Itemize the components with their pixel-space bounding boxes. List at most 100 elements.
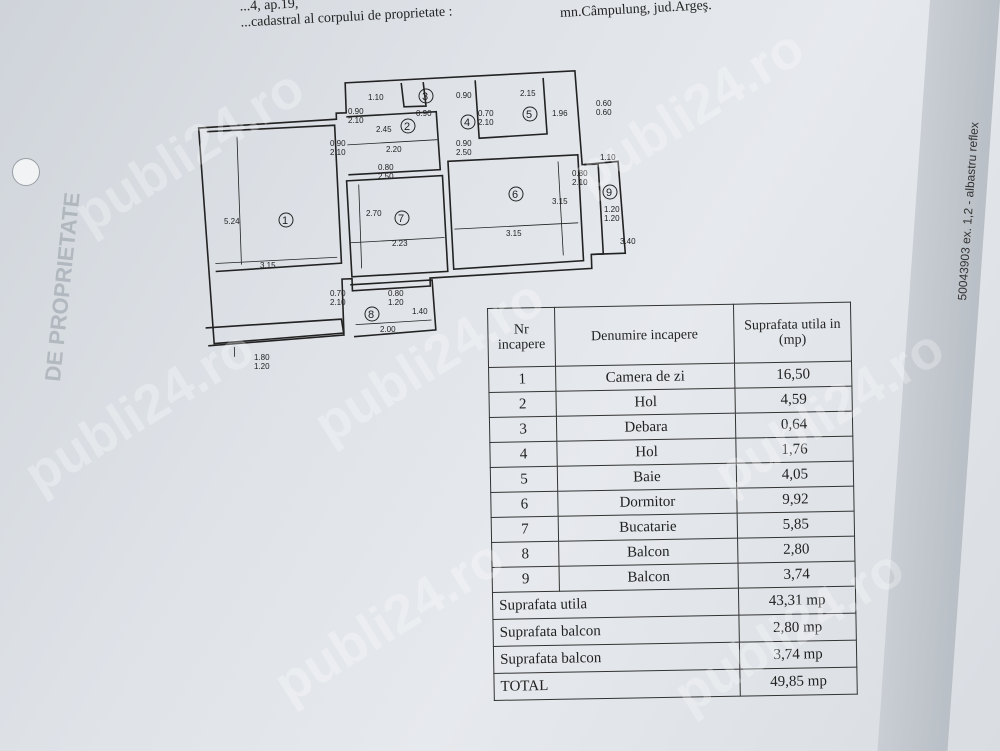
summary-label: Suprafata utila <box>492 588 739 620</box>
row-area: 9,92 <box>736 486 855 514</box>
dim-text: 0.90 <box>416 109 432 118</box>
dim-text: 3.15 <box>506 229 522 238</box>
row-nr: 5 <box>490 466 558 493</box>
dim-text: 3.40 <box>620 237 636 246</box>
dim-line <box>236 136 242 265</box>
row-name: Camera de zi <box>555 363 735 392</box>
row-nr: 1 <box>488 366 556 393</box>
dim-text: 3.15 <box>552 197 568 206</box>
header-left: ...4, ap.19, ...cadastral al corpului de… <box>239 0 453 32</box>
row-name: Balcon <box>559 563 739 592</box>
room-num-3: 3 <box>422 91 428 103</box>
row-name: Debara <box>556 413 736 442</box>
summary-label: Suprafata balcon <box>493 642 740 674</box>
row-nr: 2 <box>488 391 557 418</box>
dim-text: 0.90 <box>456 91 472 100</box>
dim-text: 1.40 <box>412 307 428 316</box>
row-area: 0,64 <box>735 411 853 439</box>
row-name: Hol <box>556 438 737 467</box>
watermark: publi24.ro <box>263 527 515 715</box>
dim-text: 5.24 <box>224 217 240 226</box>
dim-line <box>350 237 445 244</box>
wall-room6 <box>447 153 585 271</box>
room-num-1: 1 <box>282 215 288 227</box>
dim-text: 3.15 <box>260 261 276 270</box>
total-value: 49,85 mp <box>739 667 858 697</box>
wall-outline <box>197 70 605 345</box>
dim-text: 2.45 <box>376 125 392 134</box>
room-num-4: 4 <box>464 117 470 129</box>
room-num-8: 8 <box>368 309 374 321</box>
dim-line <box>215 256 338 264</box>
wall-debara <box>400 82 427 108</box>
row-name: Bucatarie <box>558 513 738 542</box>
area-table: Nr incapere Denumire incapere Suprafata … <box>487 302 858 701</box>
dim-text: 1.10 <box>368 93 384 102</box>
summary-label: Suprafata balcon <box>492 615 740 647</box>
row-name: Hol <box>555 388 736 417</box>
dim-text: 2.23 <box>392 239 408 248</box>
dim-text: 2.00 <box>380 325 396 334</box>
punch-hole <box>12 158 40 186</box>
dim-text: 2.20 <box>386 145 402 154</box>
dim-line <box>358 184 363 269</box>
side-text-left: DE PROPRIETATE <box>40 191 85 383</box>
row-area: 2,80 <box>737 536 855 564</box>
row-nr: 8 <box>491 541 560 568</box>
wall-balcony1 <box>205 318 345 347</box>
row-name: Baie <box>557 463 737 492</box>
row-area: 3,74 <box>737 561 856 589</box>
dim-text: 2.70 <box>366 209 382 218</box>
total-label: TOTAL <box>493 669 741 701</box>
room-num-5: 5 <box>526 109 532 121</box>
row-area: 4,59 <box>734 386 853 414</box>
area-table-wrap: Nr incapere Denumire incapere Suprafata … <box>487 302 858 701</box>
header-area: Suprafata utila in (mp) <box>733 302 852 364</box>
floor-plan-svg: 1 2 3 4 5 6 7 8 9 1.10 0.90 0.90 2.15 0.… <box>197 70 636 371</box>
dim-line <box>557 161 564 256</box>
row-nr: 3 <box>489 416 557 443</box>
row-name: Balcon <box>558 538 738 567</box>
summary-value: 43,31 mp <box>738 586 856 616</box>
dim-line <box>454 222 579 230</box>
wall-room7 <box>345 174 449 278</box>
row-area: 1,76 <box>735 436 854 464</box>
wall-balcony8 <box>350 279 437 338</box>
row-area: 5,85 <box>737 511 855 539</box>
dim-line <box>355 319 432 326</box>
paper-edge <box>877 0 1000 751</box>
row-nr: 4 <box>489 441 558 468</box>
header-nr: Nr incapere <box>487 307 556 368</box>
floor-plan: 1 2 3 4 5 6 7 8 9 1.10 0.90 0.90 2.15 0.… <box>180 60 680 380</box>
wall-bath <box>474 77 548 140</box>
wall-room1 <box>206 124 343 273</box>
table-header-row: Nr incapere Denumire incapere Suprafata … <box>487 302 852 368</box>
row-area: 16,50 <box>734 361 852 389</box>
summary-value: 2,80 mp <box>738 613 857 643</box>
row-nr: 6 <box>490 491 559 518</box>
wall-balcony9 <box>584 160 627 256</box>
row-name: Dormitor <box>557 488 738 517</box>
row-nr: 9 <box>492 566 560 593</box>
room-num-2: 2 <box>404 121 410 133</box>
wall-hall <box>346 110 442 176</box>
dim-text: 1.10 <box>600 153 616 162</box>
room-num-7: 7 <box>398 213 404 225</box>
summary-row-total: TOTAL 49,85 mp <box>493 667 858 701</box>
dim-text: 2.15 <box>520 89 536 98</box>
summary-value: 3,74 mp <box>739 640 857 670</box>
header-name: Denumire incapere <box>554 304 735 367</box>
row-nr: 7 <box>491 516 559 543</box>
room-num-6: 6 <box>512 189 518 201</box>
